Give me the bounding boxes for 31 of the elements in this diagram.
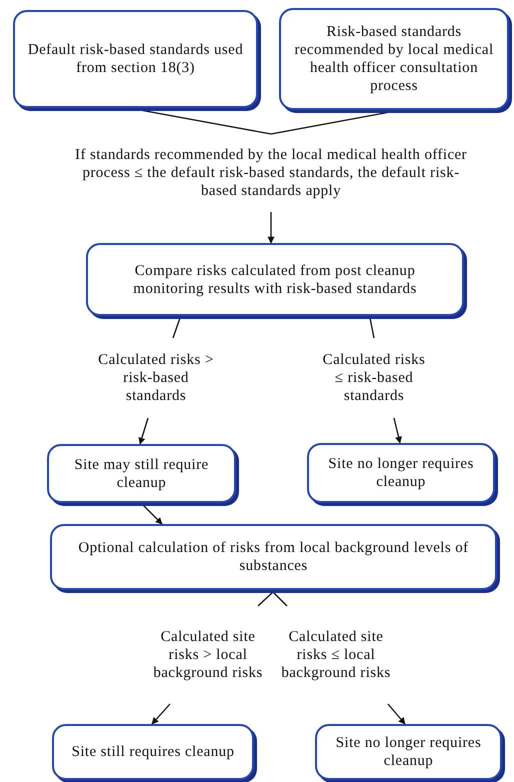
condition-text: Calculated site risks ≤ local background risks bbox=[276, 606, 396, 704]
process-box bbox=[307, 443, 495, 503]
process-box bbox=[52, 724, 254, 780]
box-label: Default risk-based standards used from section 18(3) bbox=[27, 41, 244, 77]
arrow bbox=[393, 418, 402, 444]
arrow bbox=[138, 418, 149, 445]
box-label: Site no longer requires cleanup bbox=[334, 734, 482, 770]
condition-text: Calculated risks ≤ risk-based standards bbox=[318, 338, 430, 418]
condition-text: Calculated risks > risk-based standards bbox=[96, 338, 216, 418]
box-label: Site may still require cleanup bbox=[73, 456, 210, 492]
process-box bbox=[279, 8, 509, 110]
connector-line bbox=[172, 318, 181, 338]
process-box bbox=[47, 444, 236, 503]
arrow bbox=[388, 704, 406, 725]
connector-line bbox=[369, 318, 375, 338]
connector-line bbox=[272, 592, 288, 606]
process-box bbox=[86, 243, 464, 316]
arrow bbox=[152, 704, 170, 725]
arrow bbox=[268, 212, 274, 244]
process-box bbox=[315, 724, 502, 780]
box-label: Compare risks calculated from post cleanup monitoring results with risk-based standards bbox=[132, 262, 418, 298]
connector-line bbox=[258, 592, 274, 606]
box-label: Site no longer requires cleanup bbox=[327, 455, 475, 491]
box-label: Optional calculation of risks from local background levels of substances bbox=[77, 539, 470, 575]
condition-text: If standards recommended by the local medical health officer process ≤ the default risk-based standards, the default risk-based standards apply bbox=[75, 134, 467, 212]
process-box bbox=[13, 10, 258, 108]
condition-text: Calculated site risks > local background risks bbox=[146, 606, 270, 704]
box-label: Site still requires cleanup bbox=[72, 743, 234, 761]
box-label: Risk-based standards recommended by local medical health officer consultation process bbox=[293, 23, 495, 95]
arrow bbox=[142, 504, 162, 524]
process-box bbox=[50, 524, 497, 590]
